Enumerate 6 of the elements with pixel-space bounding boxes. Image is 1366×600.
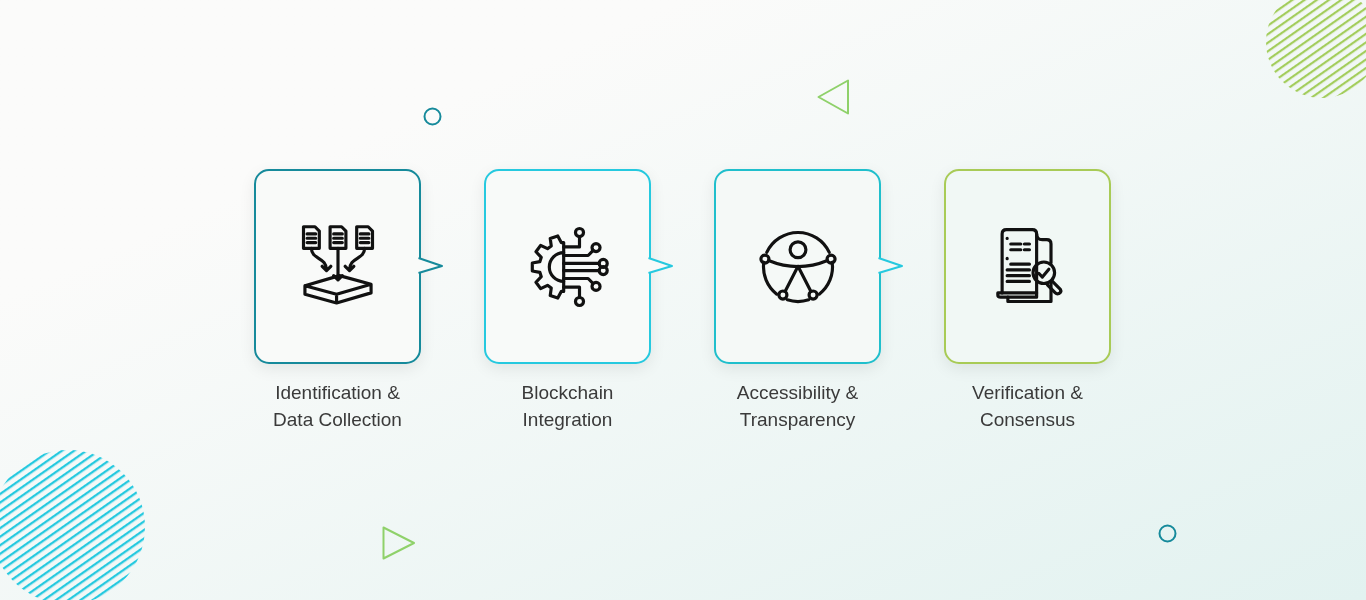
step-label: Accessibility & Transparency: [735, 381, 860, 432]
step-label: Verification & Consensus: [971, 381, 1084, 432]
pointer-arrow: [877, 257, 903, 274]
pointer-arrow: [647, 257, 673, 274]
step-label: Identification & Data Collection: [272, 381, 403, 432]
step-label: Blockchain Integration: [520, 381, 615, 432]
